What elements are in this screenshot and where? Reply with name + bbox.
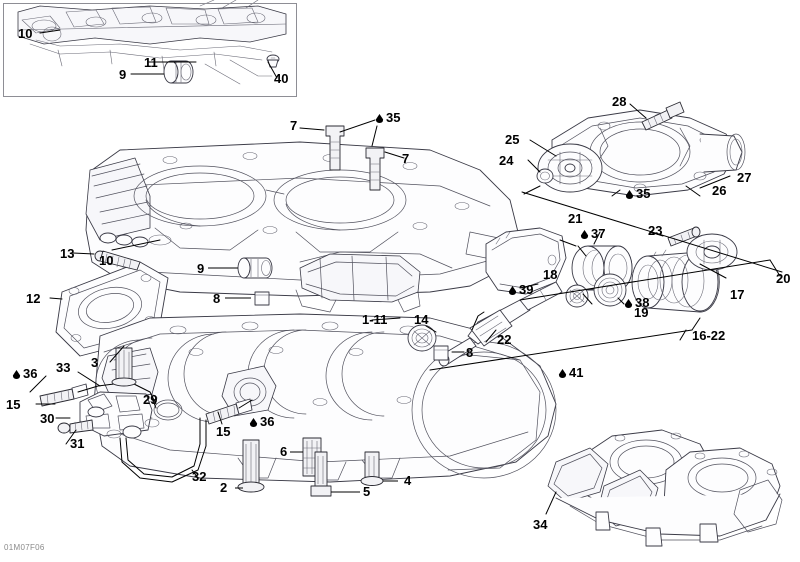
fitting-15-right xyxy=(205,398,253,425)
stud-7a xyxy=(325,125,345,171)
diamond-marker-icon xyxy=(625,190,634,199)
callout-35b: 35 xyxy=(625,187,650,200)
bearing-14 xyxy=(407,324,437,352)
bolt-28 xyxy=(641,101,685,131)
diamond-marker-icon xyxy=(580,230,589,239)
callout-19: 19 xyxy=(634,305,649,320)
callout-25: 25 xyxy=(505,132,520,147)
callout-inset-40: 40 xyxy=(274,71,289,86)
callout-26: 26 xyxy=(712,183,727,198)
inset-plug xyxy=(266,54,280,68)
callout-22: 22 xyxy=(497,332,512,347)
callout-inset-9: 9 xyxy=(119,67,127,82)
callout-12: 12 xyxy=(26,291,41,306)
diagram-id-code: 01M07F06 xyxy=(4,543,45,552)
pin-23 xyxy=(667,226,701,247)
inset-artwork xyxy=(17,0,287,85)
callout-39: 39 xyxy=(508,283,533,296)
callout-7b: 7 xyxy=(402,151,410,166)
callout-31: 31 xyxy=(70,436,85,451)
impeller-25 xyxy=(537,143,603,193)
callout-5: 5 xyxy=(363,484,371,499)
screw-13 xyxy=(94,250,141,271)
shaft-22 xyxy=(438,281,563,367)
callout-18: 18 xyxy=(543,267,558,282)
callout-13: 13 xyxy=(60,246,75,261)
callout-6: 6 xyxy=(280,444,288,459)
callout-36a: 36 xyxy=(12,367,37,380)
callout-7a: 7 xyxy=(290,118,298,133)
callout-36b: 36 xyxy=(249,415,274,428)
stud-7b xyxy=(365,147,385,191)
callout-inset-11: 11 xyxy=(144,55,158,70)
callout-38: 38 xyxy=(624,296,649,309)
bottom-bolts xyxy=(235,437,398,497)
callout-21: 21 xyxy=(568,211,583,226)
cylinder-block-34 xyxy=(545,429,783,547)
fitting-15-left xyxy=(39,383,89,407)
callout-17: 17 xyxy=(730,287,745,302)
callout-4: 4 xyxy=(404,473,412,488)
callout-41: 41 xyxy=(558,366,583,379)
callout-37: 37 xyxy=(580,227,605,240)
callout-29: 29 xyxy=(143,392,158,407)
callout-16-22: 16-22 xyxy=(692,328,726,343)
inset-detail-box xyxy=(3,3,297,97)
callout-20: 20 xyxy=(776,271,791,286)
callout-30: 30 xyxy=(40,411,55,426)
callout-8b: 8 xyxy=(466,345,474,360)
callout-8a: 8 xyxy=(213,291,221,306)
plug-8a xyxy=(254,291,270,306)
callout-14: 14 xyxy=(414,312,429,327)
callout-27: 27 xyxy=(737,170,752,185)
callout-23: 23 xyxy=(648,223,663,238)
seal-9 xyxy=(237,257,273,279)
callout-34: 34 xyxy=(533,517,548,532)
callout-10: 10 xyxy=(99,253,114,268)
bolt-2 xyxy=(237,439,265,493)
bolt-4 xyxy=(360,451,384,486)
bolt-5 xyxy=(310,451,332,497)
diamond-marker-icon xyxy=(558,369,567,378)
callout-35a: 35 xyxy=(375,111,400,124)
gear-20 xyxy=(686,233,738,271)
diamond-marker-icon xyxy=(12,370,21,379)
callout-2: 2 xyxy=(220,480,228,495)
callout-15a: 15 xyxy=(6,397,21,412)
seal-and-plug xyxy=(208,257,273,306)
bolt-31 xyxy=(57,419,94,434)
callout-15b: 15 xyxy=(216,424,231,439)
callout-28: 28 xyxy=(612,94,627,109)
dowel-3 xyxy=(111,347,137,387)
callout-9: 9 xyxy=(197,261,205,276)
waterpump-shaft-assembly xyxy=(407,185,783,371)
diamond-marker-icon xyxy=(249,418,258,427)
diamond-marker-icon xyxy=(508,286,517,295)
diamond-marker-icon xyxy=(624,299,633,308)
diamond-marker-icon xyxy=(375,114,384,123)
water-pump-housing xyxy=(527,101,746,197)
upper-crankcase-half xyxy=(85,119,521,313)
callout-1-11: 1-11 xyxy=(362,312,388,327)
callout-24: 24 xyxy=(499,153,514,168)
oil-pump-assembly xyxy=(29,345,253,483)
callout-33: 33 xyxy=(56,360,71,375)
callout-3: 3 xyxy=(91,355,99,370)
inset-seal xyxy=(163,60,194,84)
callout-inset-10: 10 xyxy=(18,26,33,41)
callout-32: 32 xyxy=(192,469,207,484)
